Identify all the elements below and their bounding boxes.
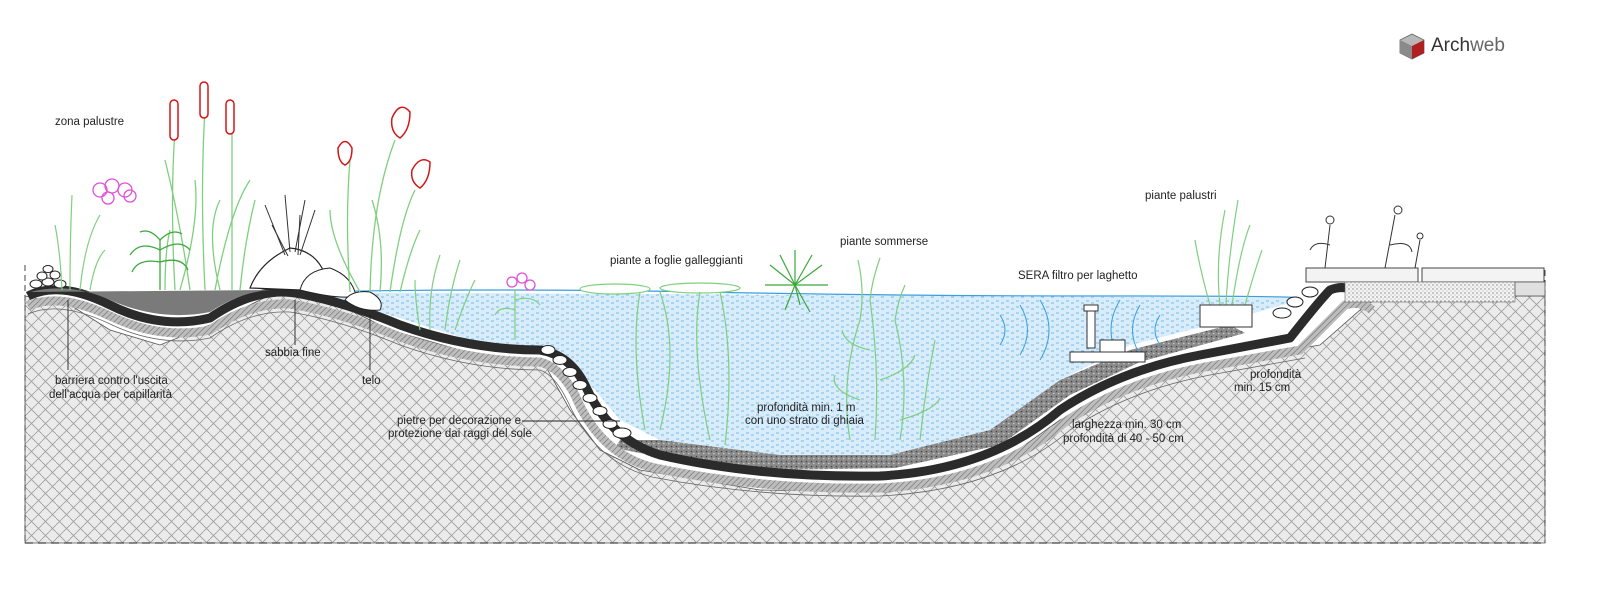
label-larghezza-2: profondità di 40 - 50 cm: [1063, 433, 1184, 445]
label-piante-palustri: piante palustri: [1145, 190, 1217, 202]
floating-plant-stems: [635, 291, 730, 446]
cattails: [164, 109, 421, 293]
submerged-plants: [833, 257, 941, 441]
paving-slab: [1305, 267, 1419, 283]
label-barriera-1: barriera contro l'uscita: [55, 375, 168, 387]
filter-waves: [999, 299, 1161, 361]
label-telo: telo: [362, 375, 381, 387]
label-pietre-2: protezione dai raggi del sole: [388, 428, 532, 440]
logo-text-arch: Arch: [1431, 35, 1470, 56]
label-pietre-1: pietre per decorazione e: [397, 415, 521, 427]
label-sabbia-fine: sabbia fine: [265, 347, 321, 359]
cattail-heads: [169, 81, 431, 189]
marsh-soil: [30, 288, 270, 316]
label-prof15-2: min. 15 cm: [1234, 382, 1290, 394]
fern-plant: [129, 230, 191, 290]
leader-lines: [67, 300, 620, 422]
pond-filter: [1069, 304, 1146, 363]
label-prof15-1: profondità: [1250, 369, 1302, 381]
dark-grass: [264, 194, 316, 257]
label-sera-filtro: SERA filtro per laghetto: [1018, 270, 1138, 282]
archweb-logo: Archweb: [1399, 33, 1505, 60]
plant-pot: [1199, 304, 1253, 328]
label-profondita-1: profondità min. 1 m: [757, 402, 855, 414]
gravel-bed: [1344, 281, 1516, 303]
reeds-left: [54, 194, 541, 340]
stones-left: [29, 265, 67, 289]
paving-slab-2: [1421, 267, 1545, 283]
sand-layer: [26, 296, 1375, 493]
label-barriera-2: dell'acqua per capillarità: [49, 389, 173, 401]
cube-logo-icon: [1399, 33, 1425, 60]
marsh-plants-right: [1194, 199, 1263, 306]
rock-left-2: [299, 267, 357, 298]
label-profondita-2: con uno strato di ghiaia: [745, 415, 865, 427]
label-zona-palustre: zona palustre: [55, 116, 124, 128]
terrace-flowers: [1309, 205, 1424, 269]
logo-text-web: web: [1469, 35, 1505, 56]
floating-rosette: [765, 250, 828, 313]
label-larghezza-1: larghezza min. 30 cm: [1072, 419, 1181, 431]
stones-slope: [540, 345, 632, 439]
svg-text:Archweb: Archweb: [1431, 35, 1505, 56]
pond-liner: [25, 283, 1369, 481]
stones-right: [1272, 286, 1319, 319]
label-piante-sommerse: piante sommerse: [840, 236, 928, 248]
pond-water: [300, 292, 1300, 455]
label-piante-galleggianti: piante a foglie galleggianti: [610, 255, 743, 267]
floating-leaves: [579, 282, 741, 295]
pink-flowers: [92, 178, 536, 291]
